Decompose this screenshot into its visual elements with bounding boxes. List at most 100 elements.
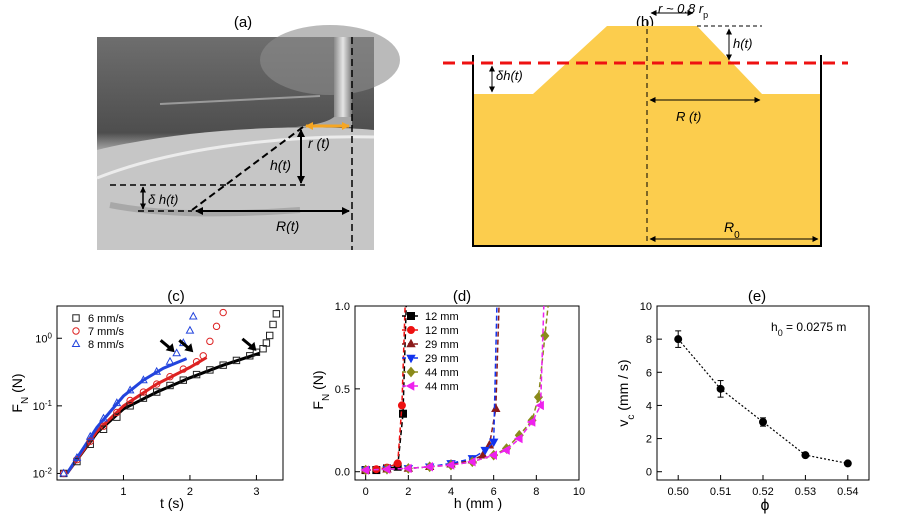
data-point-c [188, 311, 198, 320]
cone-line-a [191, 126, 304, 211]
x-axis-label-d: h (mm ) [454, 495, 502, 511]
R-label-b: R (t) [676, 109, 701, 124]
legend-marker-c [72, 327, 80, 335]
photo-glare [260, 25, 400, 95]
data-point-c [86, 440, 94, 448]
data-point-d [514, 433, 523, 444]
data-point-c [262, 339, 271, 347]
legend-label-d: 44 mm [425, 367, 459, 379]
data-point-c [73, 457, 81, 466]
x-tick-label-c: 3 [253, 486, 259, 498]
x-tick-label-d: 2 [405, 486, 411, 498]
data-point-c [99, 413, 108, 422]
legend-marker-c [72, 314, 80, 322]
panel-c-label: (c) [167, 288, 185, 305]
data-point-c [139, 388, 148, 396]
data-point-c [206, 337, 214, 346]
marks-c [59, 308, 281, 478]
data-point-d [393, 459, 402, 468]
y-tick-label-d: 0.5 [335, 384, 350, 396]
data-point-d [397, 401, 406, 410]
photo [96, 25, 400, 250]
data-point-c [153, 388, 161, 396]
data-point-d [480, 446, 490, 456]
data-point-c [185, 325, 195, 334]
data-point-c [166, 372, 174, 381]
data-point-c [232, 356, 241, 365]
y-axis-label-d: FN (N) [310, 370, 332, 409]
x-tick-label-c: 1 [120, 486, 126, 498]
data-point-c [172, 348, 182, 357]
data-point-d [488, 450, 497, 460]
y-tick-label-c: 10-1 [33, 398, 53, 413]
arrow-head-c [184, 343, 194, 353]
data-point-c [269, 320, 277, 329]
legend-marker-d [406, 338, 416, 348]
panel-a-label: (a) [234, 14, 252, 31]
x-tick-label-d: 0 [363, 486, 369, 498]
arrow-head-c [247, 341, 257, 351]
annotation-e: h0 = 0.0275 m [771, 320, 846, 338]
data-point-e [759, 418, 767, 426]
panel-d-label: (d) [453, 288, 471, 305]
legend-marker-d [406, 354, 416, 364]
panel-b: (b) r ~ 0.8 rp h(t) δh(t) R (t) R0 [443, 1, 848, 247]
data-point-d [399, 409, 407, 418]
marks-d [360, 305, 550, 476]
data-point-d [501, 445, 510, 455]
data-point-d [488, 438, 499, 448]
data-point-c [112, 398, 122, 407]
y-tick-label-e: 0 [646, 467, 652, 479]
photo-cup-rim [96, 135, 375, 180]
data-point-d [403, 463, 412, 474]
photo-reflection [159, 95, 321, 105]
y-axis-label-e: vc (mm / s) [615, 359, 637, 426]
liquid-shape [473, 26, 821, 246]
legend-c: 6 mm/s7 mm/s8 mm/s [71, 313, 125, 351]
legend-label-c: 7 mm/s [88, 326, 125, 338]
y-axis-label-c: FN (N) [9, 373, 31, 412]
R-label-a: R(t) [276, 218, 299, 234]
data-point-e [674, 335, 683, 344]
data-point-e [801, 451, 810, 460]
data-point-c [125, 385, 135, 394]
legend-marker-d [407, 326, 415, 334]
arrow-head-c [165, 343, 175, 353]
x-tick-label-d: 10 [573, 486, 585, 498]
data-point-d [526, 417, 536, 427]
data-point-c [192, 357, 201, 366]
guide-line-d [365, 305, 500, 471]
panel-a: (a) r (t) h(t) δ h(t) R(t) [96, 14, 400, 250]
photo-rod [334, 37, 352, 117]
data-point-c [99, 425, 108, 433]
y-tick-label-e: 8 [646, 334, 652, 346]
x-tick-label-e: 0.50 [667, 486, 688, 498]
data-point-c [219, 308, 227, 317]
data-point-c [72, 452, 82, 461]
x-tick-label-e: 0.53 [795, 486, 816, 498]
data-point-c [266, 331, 274, 340]
data-point-e [843, 459, 852, 468]
x-tick-label-d: 6 [491, 486, 497, 498]
y-tick-label-d: 0.0 [335, 467, 350, 479]
y-tick-label-e: 2 [646, 434, 652, 446]
y-tick-label-d: 1.0 [335, 301, 350, 313]
data-point-c [113, 408, 121, 417]
data-point-c [99, 422, 108, 430]
data-point-c [199, 352, 207, 360]
dh-label-a: δ h(t) [148, 192, 178, 207]
data-point-c [113, 413, 121, 421]
data-point-c [126, 402, 134, 410]
data-point-d [467, 457, 476, 467]
y-tick-label-c: 10-2 [33, 466, 53, 481]
y-tick-label-e: 6 [646, 367, 652, 379]
R0-label-b: R0 [724, 219, 740, 241]
data-point-c [85, 431, 95, 440]
x-tick-label-e: 0.51 [710, 486, 731, 498]
panel-e-label: (e) [748, 288, 766, 305]
